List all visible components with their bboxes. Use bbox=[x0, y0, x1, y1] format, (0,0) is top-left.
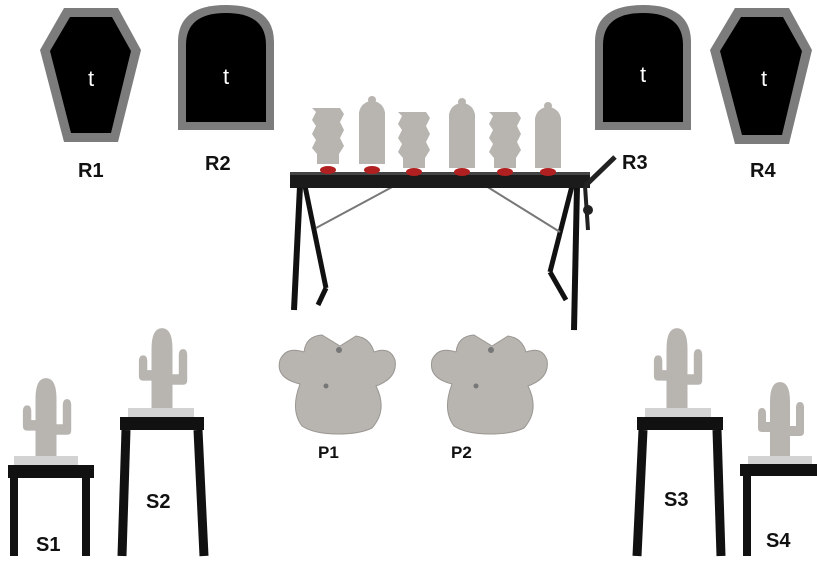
stand-s4 bbox=[740, 382, 817, 556]
stand-s2 bbox=[117, 328, 209, 557]
target-r2: t bbox=[178, 5, 274, 130]
label-p2: P2 bbox=[451, 443, 472, 462]
cactus-target-icon bbox=[535, 102, 561, 176]
stand-s1 bbox=[8, 378, 94, 556]
stand-s3 bbox=[632, 328, 726, 557]
label-r1: R1 bbox=[78, 160, 104, 182]
target-r4-text: t bbox=[761, 66, 767, 91]
target-r1: t bbox=[40, 8, 141, 142]
label-s2: S2 bbox=[146, 491, 171, 513]
label-s4: S4 bbox=[766, 530, 791, 552]
cactus-target-icon bbox=[359, 96, 385, 174]
plate-p2 bbox=[430, 334, 548, 435]
label-p1: P1 bbox=[318, 443, 339, 462]
cactus-target-icon bbox=[138, 328, 188, 410]
target-r4: t bbox=[710, 8, 812, 144]
plate-rack bbox=[290, 96, 617, 331]
label-r3: R3 bbox=[622, 152, 648, 174]
label-s3: S3 bbox=[664, 489, 689, 511]
cactus-target-icon bbox=[758, 382, 804, 460]
cactus-target-icon bbox=[312, 108, 344, 174]
target-r3-text: t bbox=[640, 62, 646, 87]
label-r4: R4 bbox=[750, 160, 776, 182]
target-r3: t bbox=[595, 5, 691, 130]
cactus-target-icon bbox=[489, 112, 521, 176]
label-s1: S1 bbox=[36, 534, 61, 556]
cactus-target-icon bbox=[449, 98, 475, 176]
cactus-target-icon bbox=[22, 378, 72, 460]
target-r1-text: t bbox=[88, 66, 94, 91]
plate-p1 bbox=[278, 334, 396, 435]
label-r2: R2 bbox=[205, 153, 231, 175]
cactus-target-icon bbox=[653, 328, 703, 410]
cactus-target-icon bbox=[398, 112, 430, 176]
target-r2-text: t bbox=[223, 64, 229, 89]
